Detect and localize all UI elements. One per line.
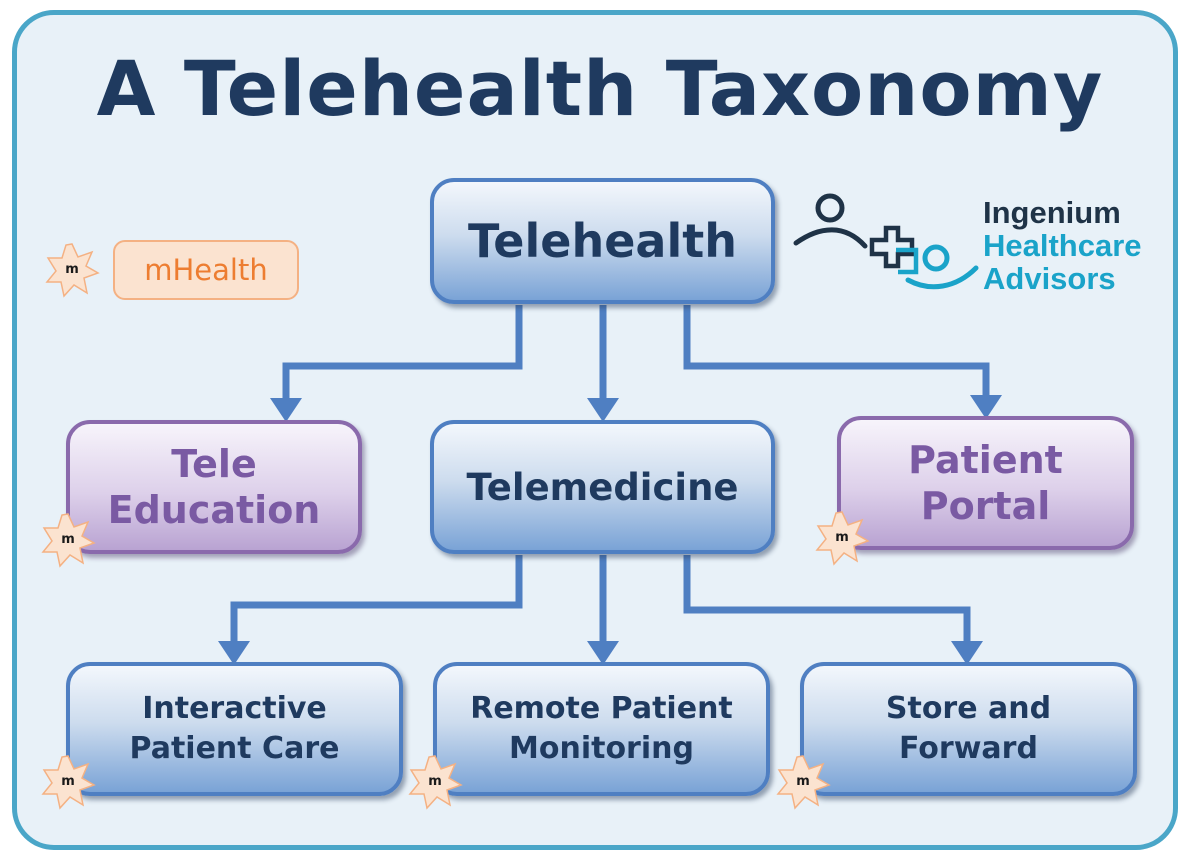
arrowhead-remote <box>587 641 619 665</box>
mhealth-badge-label: m <box>61 774 75 789</box>
connector-telemedicine-interactive <box>230 555 523 643</box>
arrowhead-teleeducation <box>270 398 302 422</box>
node-store-and-forward: Store and Forward <box>800 662 1137 796</box>
mhealth-star-label: m <box>65 262 79 277</box>
arrowhead-store <box>951 641 983 665</box>
arrowhead-patientportal <box>970 395 1002 419</box>
node-patient-portal-label: Patient Portal <box>908 438 1063 528</box>
mhealth-badge-label: m <box>796 774 810 789</box>
diagram-title: A Telehealth Taxonomy <box>96 44 1104 133</box>
node-telehealth: Telehealth <box>430 178 775 304</box>
mhealth-badge-interactive-patient-care: m <box>40 754 96 810</box>
mhealth-badge-label: m <box>835 530 849 545</box>
node-tele-education: Tele Education <box>66 420 362 554</box>
node-store-and-forward-label: Store and Forward <box>885 691 1052 766</box>
connector-telehealth-patientportal <box>683 305 990 397</box>
mhealth-star-icon: m <box>44 242 100 298</box>
node-remote-patient-monitoring-label: Remote Patient Monitoring <box>470 691 733 766</box>
node-tele-education-label: Tele Education <box>107 442 321 532</box>
logo-line-ingenium: Ingenium <box>983 195 1121 230</box>
mhealth-badge-label: m <box>428 774 442 789</box>
connector-telehealth-teleeducation <box>282 305 523 400</box>
node-telemedicine: Telemedicine <box>430 420 775 554</box>
logo-line-advisors: Advisors <box>983 261 1116 296</box>
mhealth-badge-patient-portal: m <box>814 510 870 566</box>
mhealth-badge-store-and-forward: m <box>775 754 831 810</box>
node-remote-patient-monitoring: Remote Patient Monitoring <box>433 662 770 796</box>
mhealth-badge-label: m <box>61 532 75 547</box>
node-interactive-patient-care-label: Interactive Patient Care <box>129 691 340 766</box>
ingenium-logo-icon <box>793 193 979 290</box>
logo-line-healthcare: Healthcare <box>983 228 1142 263</box>
node-patient-portal: Patient Portal <box>837 416 1134 550</box>
mhealth-legend-label: mHealth <box>144 253 268 287</box>
mhealth-badge-tele-education: m <box>40 512 96 568</box>
connector-telemedicine-store <box>683 555 971 643</box>
node-telehealth-label: Telehealth <box>468 214 737 268</box>
node-interactive-patient-care: Interactive Patient Care <box>66 662 403 796</box>
arrowhead-telemedicine <box>587 398 619 422</box>
arrowhead-interactive <box>218 641 250 665</box>
mhealth-badge-remote-patient-monitoring: m <box>407 754 463 810</box>
node-telemedicine-label: Telemedicine <box>466 465 739 509</box>
mhealth-legend-box: mHealth <box>113 240 299 300</box>
